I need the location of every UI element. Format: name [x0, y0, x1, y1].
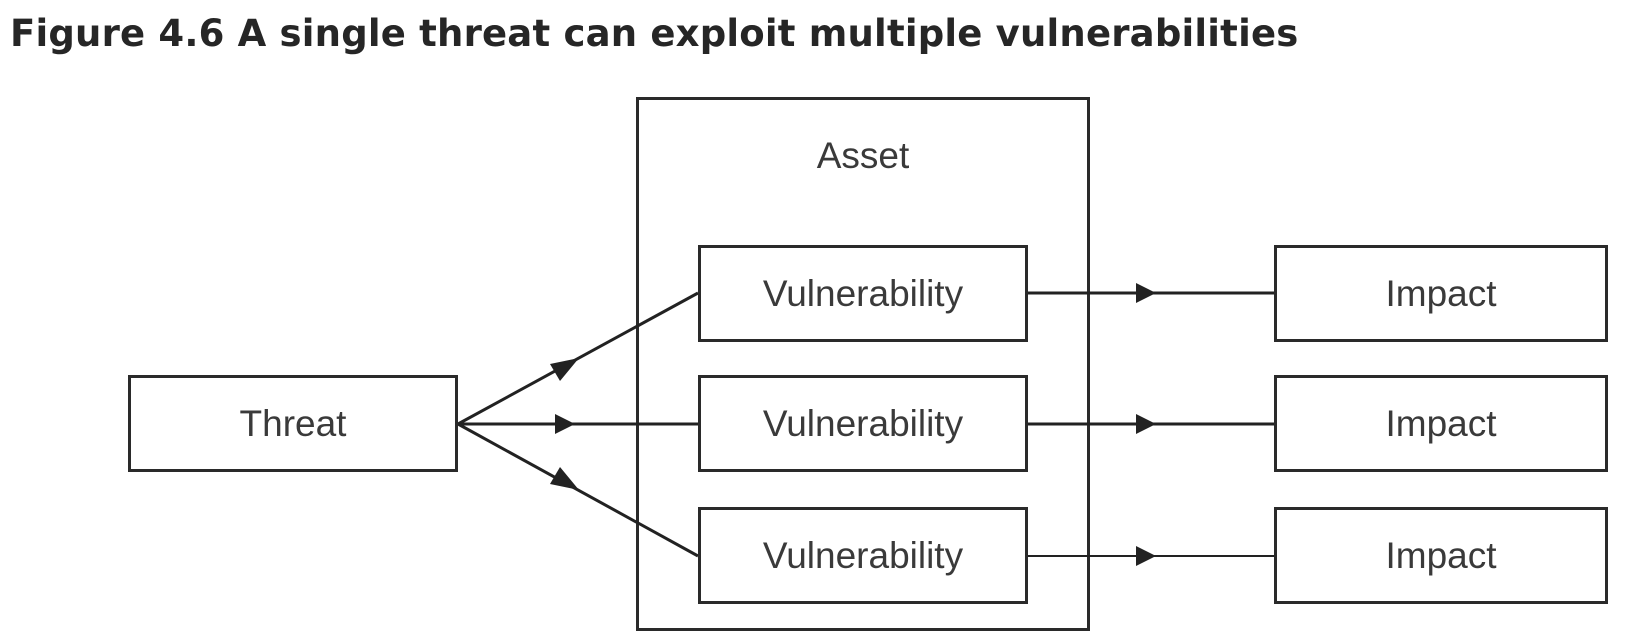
arrowhead-threat-to-vulnerability-2: [555, 414, 575, 434]
asset-container: [636, 97, 1090, 631]
vulnerability-box-3: Vulnerability: [698, 507, 1028, 604]
arrowhead-vulnerability-3-to-impact-3: [1136, 546, 1156, 566]
impact-box-3: Impact: [1274, 507, 1608, 604]
arrowhead-threat-to-vulnerability-3: [550, 467, 579, 490]
impact-box-1: Impact: [1274, 245, 1608, 342]
arrowhead-vulnerability-1-to-impact-1: [1136, 283, 1156, 303]
impact-box-2: Impact: [1274, 375, 1608, 472]
vulnerability-box-1: Vulnerability: [698, 245, 1028, 342]
asset-label: Asset: [816, 135, 910, 176]
threat-to-vulnerability-3-connector: [457, 422, 699, 558]
threat-box: Threat: [128, 375, 458, 472]
arrowhead-threat-to-vulnerability-1: [550, 358, 579, 381]
figure-title: Figure 4.6 A single threat can exploit m…: [10, 12, 1299, 55]
arrowhead-vulnerability-2-to-impact-2: [1136, 414, 1156, 434]
vulnerability-box-2: Vulnerability: [698, 375, 1028, 472]
